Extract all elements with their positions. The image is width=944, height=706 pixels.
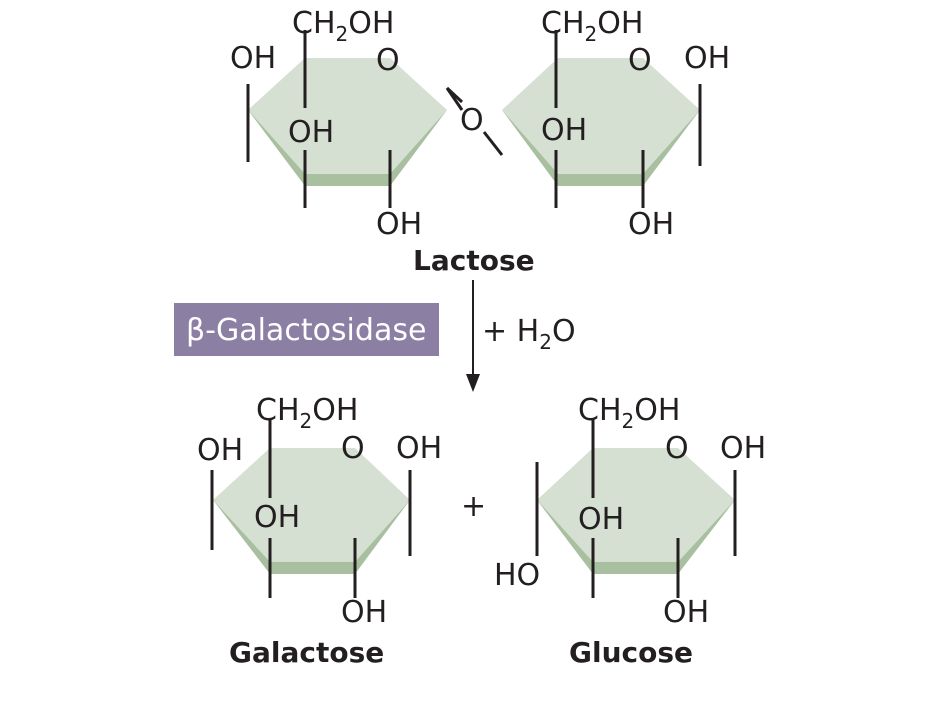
galactose-c4-oh: OH [197, 433, 243, 468]
enzyme-label: β-Galactosidase [186, 313, 426, 348]
lactose-galactose-ring [246, 30, 447, 208]
glucose-ch2oh: CH2OH [578, 393, 680, 433]
galactose-label: Galactose [229, 636, 384, 669]
lactose-right-ring-oxygen: O [628, 43, 652, 78]
galactose-ch2oh: CH2OH [256, 393, 358, 433]
lactose-left-c2-oh: OH [376, 207, 422, 242]
galactose-c3-oh: OH [254, 500, 300, 535]
ring-face [213, 448, 410, 562]
galactose-ring [210, 420, 412, 598]
galactose-ring-oxygen: O [341, 431, 365, 466]
plus-sign: + [461, 489, 486, 524]
glucose-c2-oh: OH [663, 595, 709, 630]
glucose-c1-oh: OH [720, 431, 766, 466]
ring-face [537, 448, 735, 562]
ring-face [502, 58, 700, 174]
glucose-c4-ho: HO [494, 558, 540, 593]
arrow-head [466, 374, 480, 392]
water-reagent: + H2O [482, 314, 576, 354]
lactose-right-c2-oh: OH [628, 207, 674, 242]
bridge-right-down [482, 131, 504, 156]
lactose-right-ch2oh: CH2OH [541, 6, 643, 46]
glucose-ring-oxygen: O [665, 431, 689, 466]
lactose-right-c3-oh: OH [541, 113, 587, 148]
glucose-c3-oh: OH [578, 502, 624, 537]
lactose-label: Lactose [413, 244, 535, 277]
bridge-left-down [445, 87, 464, 111]
glycosidic-bond [445, 86, 504, 156]
bridge-oxygen: O [460, 103, 484, 138]
enzyme-box [174, 303, 439, 356]
galactose-c1-oh: OH [396, 431, 442, 466]
ring-face [248, 58, 447, 174]
glucose-ring [535, 420, 737, 598]
lactose-glucose-ring [502, 30, 702, 208]
glucose-label: Glucose [569, 636, 693, 669]
reaction-arrow [466, 280, 480, 392]
lactose-left-c4-oh: OH [230, 41, 276, 76]
lactose-left-c3-oh: OH [288, 115, 334, 150]
lactose-left-ch2oh: CH2OH [292, 6, 394, 46]
galactose-c2-oh: OH [341, 595, 387, 630]
lactose-right-c1-oh: OH [684, 41, 730, 76]
lactose-left-ring-oxygen: O [376, 43, 400, 78]
